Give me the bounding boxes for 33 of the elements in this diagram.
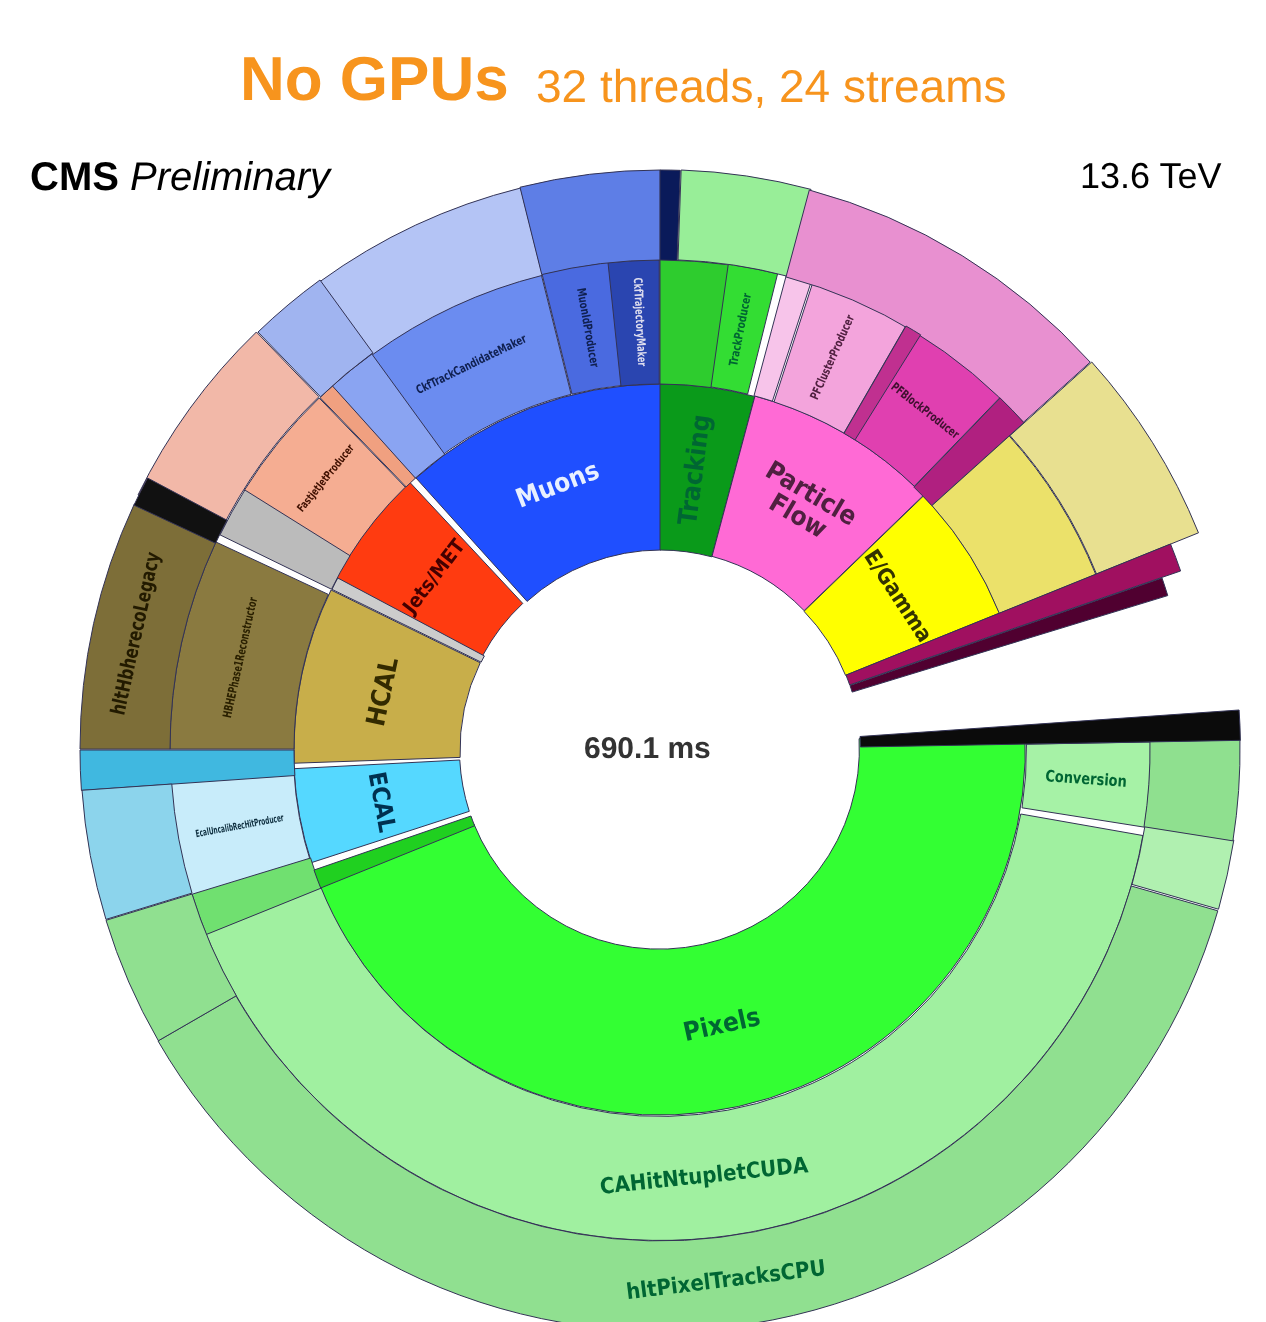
sunburst-segment — [1131, 826, 1233, 910]
sunburst-segment — [191, 857, 321, 934]
sunburst-segment — [1009, 361, 1198, 574]
sunburst-segment — [80, 750, 295, 791]
segment-label: Muons — [513, 458, 604, 514]
sunburst-segment — [257, 280, 372, 398]
segment-label: ECAL — [364, 769, 400, 834]
sunburst-segment — [519, 170, 660, 275]
total-time: 690.1 ms — [584, 732, 711, 766]
sunburst-segment — [859, 709, 1240, 747]
sunburst-segment — [81, 784, 192, 920]
experiment-label: CMS Preliminary — [30, 156, 331, 202]
sunburst-segment — [105, 893, 236, 1040]
sunburst-segment — [1143, 739, 1240, 841]
energy-label: 13.6 TeV — [1080, 156, 1222, 198]
sunburst-segment — [157, 885, 1218, 1322]
sunburst-segment — [294, 760, 470, 864]
segment-label: HCAL — [363, 654, 404, 728]
sunburst-segment — [244, 397, 406, 556]
sunburst-segment — [677, 170, 811, 277]
sunburst-segment — [853, 334, 1001, 487]
segment-label: Conversion — [1045, 769, 1129, 791]
sunburst-segment — [80, 504, 216, 750]
sunburst-segment — [608, 260, 660, 386]
sunburst-segment — [170, 542, 329, 750]
sunburst-segment — [931, 435, 1096, 613]
sunburst-segment — [1021, 741, 1150, 827]
sunburst-segment — [134, 477, 228, 543]
subtitle: 32 threads, 24 streams — [536, 60, 1007, 114]
sunburst-segment — [754, 276, 812, 402]
title: No GPUs — [240, 44, 509, 116]
segment-label: Pixels — [680, 1005, 763, 1048]
sunburst-segment — [845, 543, 1180, 685]
